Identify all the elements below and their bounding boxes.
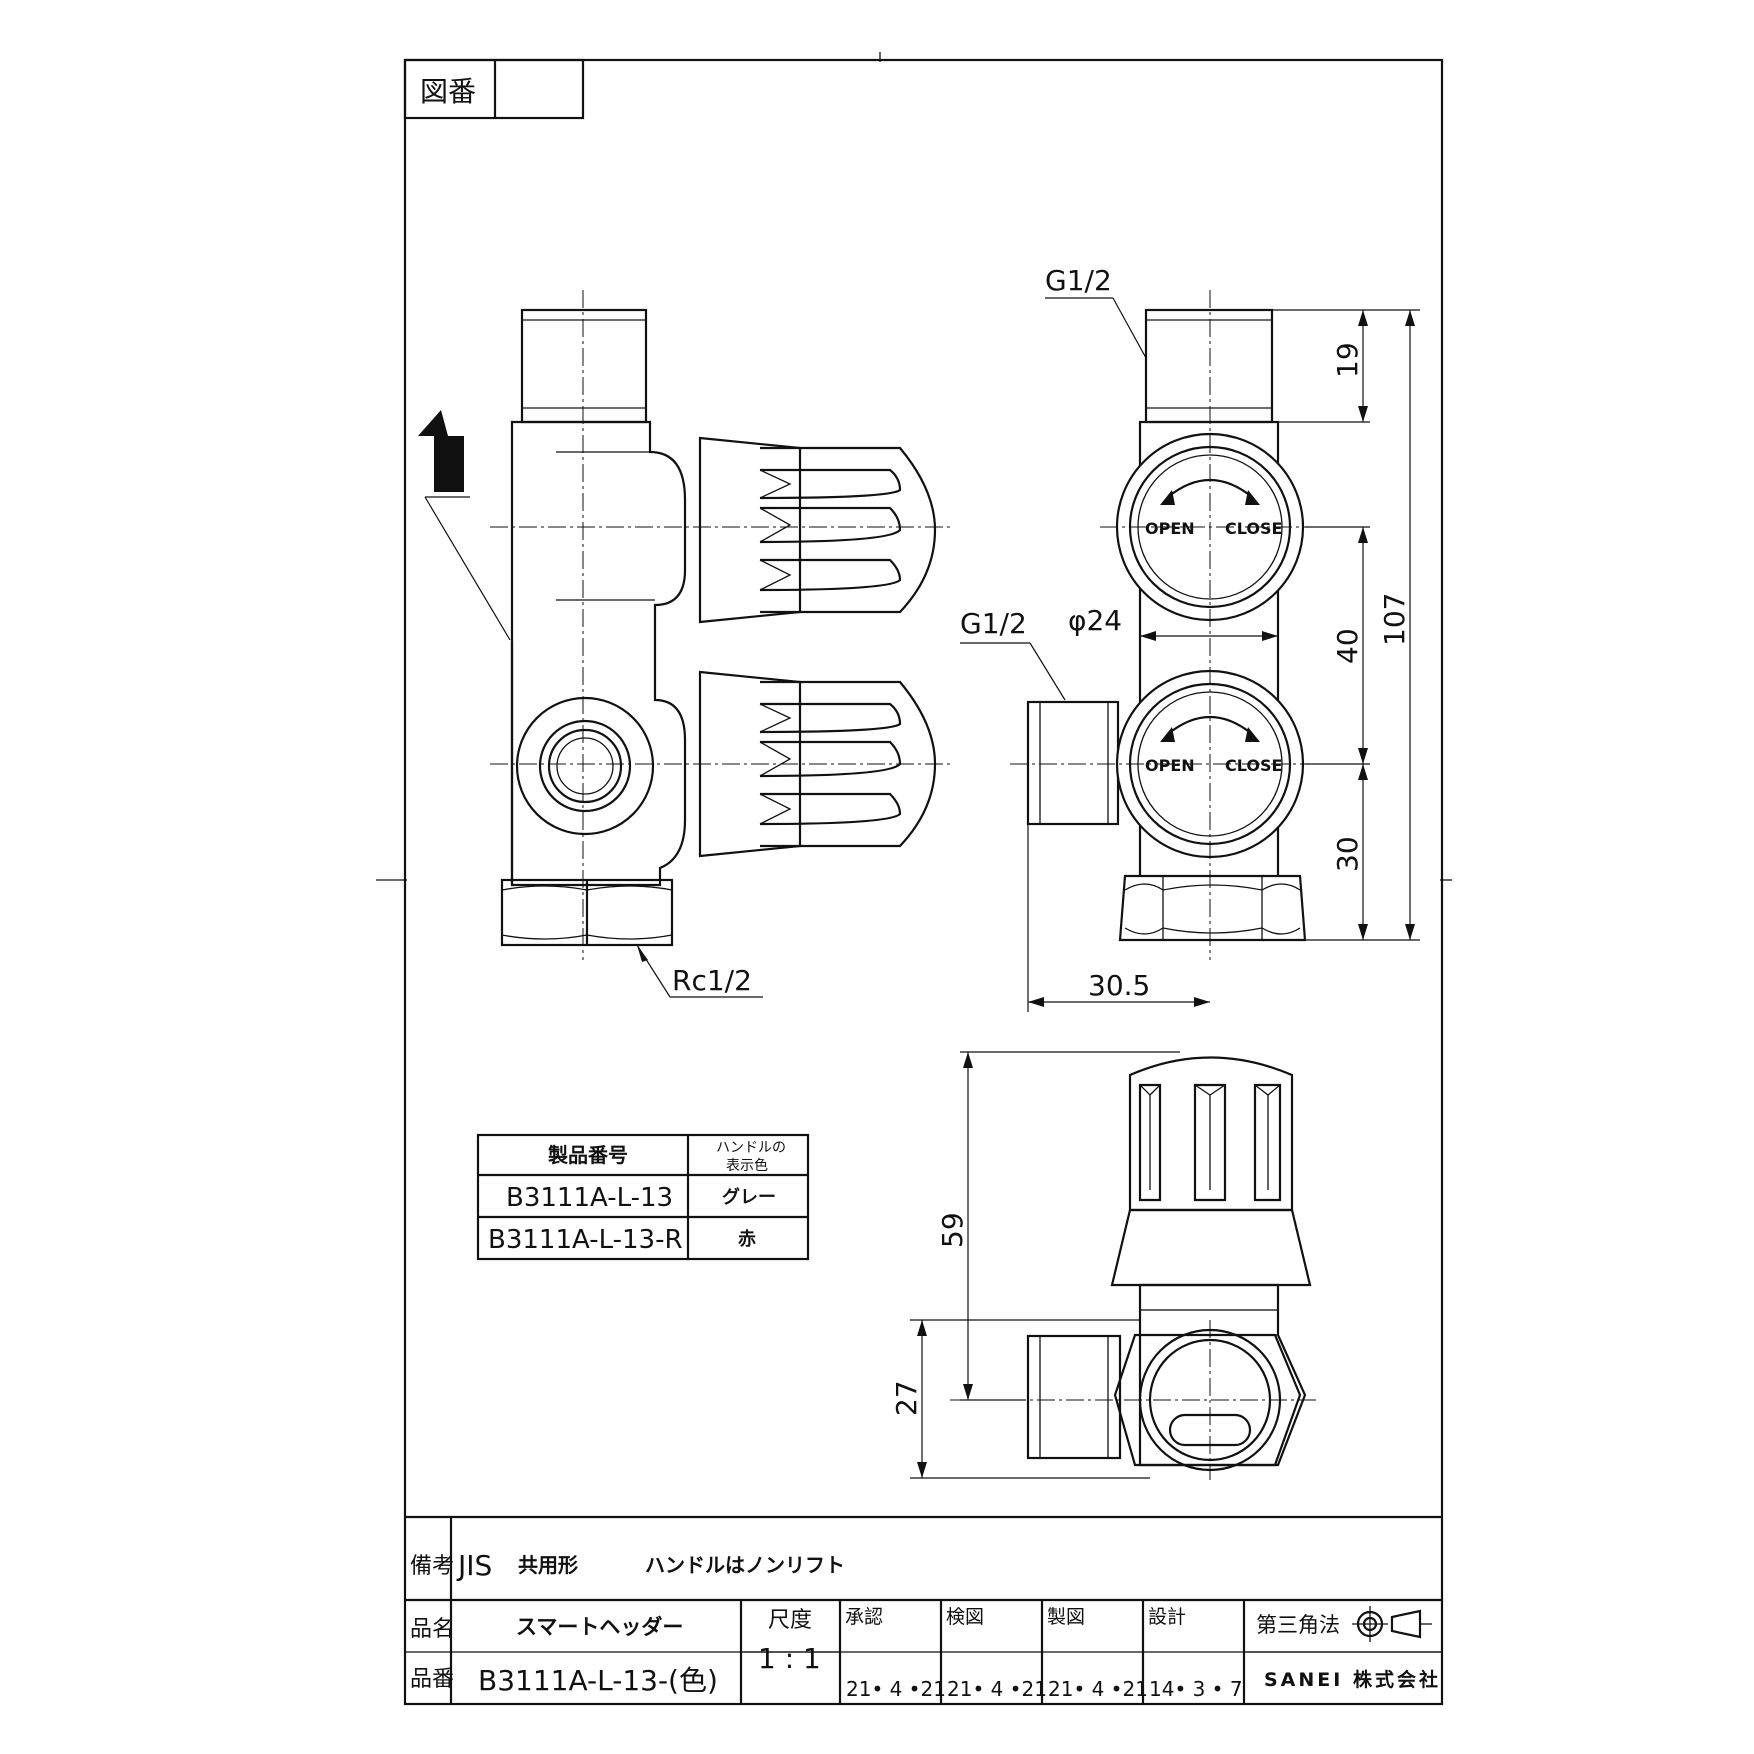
handle-lower-open-label: OPEN (1145, 756, 1195, 775)
table-header-color-line2: 表示色 (726, 1157, 768, 1174)
handle-upper-close-label: CLOSE (1225, 519, 1282, 538)
part-number-label: 品番 (410, 1667, 454, 1692)
dim-phi24: φ24 (1068, 604, 1122, 637)
dim-g12-top: G1/2 (1045, 264, 1112, 297)
product-name-label: 品名 (410, 1617, 454, 1642)
top-view: 59 27 (890, 1051, 1320, 1480)
variant-table: 製品番号 ハンドルの 表示色 B3111A-L-13 グレー B3111A-L-… (476, 1133, 810, 1261)
side-view: OPEN CLOSE OPEN CLOSE G1/2 G1/2 φ24 (960, 264, 1420, 1012)
third-angle-projection-icon (1352, 1606, 1432, 1642)
design-date: 14• 3 • 7 (1149, 1677, 1243, 1701)
remarks-note: ハンドルはノンリフト (645, 1553, 845, 1577)
dim-107: 107 (1378, 593, 1411, 646)
dim-27: 27 (890, 1380, 923, 1416)
approve-date: 21• 4 •21 (846, 1677, 946, 1701)
design-label: 設計 (1148, 1606, 1186, 1628)
table-row-color: 赤 (738, 1229, 756, 1250)
table-row-product-no: B3111A-L-13 (506, 1183, 673, 1213)
dim-59: 59 (936, 1212, 969, 1248)
handle-upper-open-label: OPEN (1145, 519, 1195, 538)
table-header-product-no: 製品番号 (548, 1143, 628, 1167)
table-row-color: グレー (722, 1186, 776, 1208)
projection-label: 第三角法 (1256, 1613, 1340, 1637)
remarks-jis: JIS (456, 1549, 492, 1582)
draw-label: 製図 (1047, 1606, 1085, 1628)
draw-date: 21• 4 •21 (1048, 1677, 1148, 1701)
dim-40: 40 (1331, 628, 1364, 664)
title-block: 備考 JIS 共用形 ハンドルはノンリフト 品名 スマートヘッダー 品番 B31… (405, 1515, 1442, 1704)
drawing-frame (403, 58, 1444, 1706)
dim-g12-side: G1/2 (960, 607, 1027, 640)
check-label: 検図 (946, 1606, 984, 1628)
dim-19: 19 (1331, 342, 1364, 378)
remarks-label: 備考 (410, 1554, 454, 1579)
drawing-number-label: 図番 (420, 75, 476, 108)
scale-label: 尺度 (768, 1608, 812, 1633)
dim-30-5: 30.5 (1088, 969, 1150, 1002)
product-name: スマートヘッダー (516, 1615, 683, 1639)
drawing-number-box: 図番 (403, 58, 585, 120)
scale-value: 1 : 1 (758, 1642, 821, 1675)
table-header-color-line1: ハンドルの (716, 1140, 786, 1156)
dim-rc12: Rc1/2 (672, 964, 752, 997)
approve-label: 承認 (845, 1606, 883, 1628)
check-date: 21• 4 •21 (947, 1677, 1047, 1701)
dim-30: 30 (1331, 836, 1364, 872)
remarks-type: 共用形 (518, 1553, 578, 1577)
flow-direction-arrow-icon (418, 410, 464, 492)
table-row-product-no: B3111A-L-13-R (488, 1225, 683, 1255)
handle-lower-close-label: CLOSE (1225, 756, 1282, 775)
part-number: B3111A-L-13-(色) (478, 1664, 718, 1697)
front-handle-upper (698, 436, 937, 624)
company-name: SANEI 株式会社 (1264, 1668, 1441, 1691)
front-view: Rc1/2 (418, 290, 950, 998)
